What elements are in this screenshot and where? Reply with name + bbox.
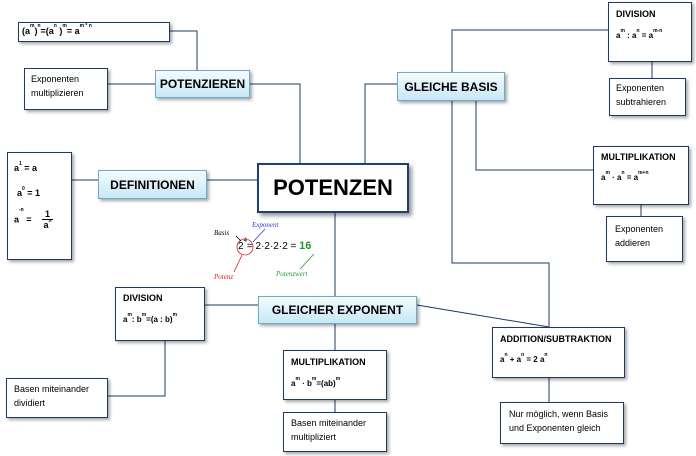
basis-division-box: DIVISION am : an = am-n bbox=[608, 2, 692, 62]
exponent-division-box: DIVISION am: bm=(a : b)m bbox=[115, 287, 205, 341]
example-expression: 24= 2·2·2·2 = 16 bbox=[238, 238, 312, 252]
potenzieren-rule-box: Exponenten multiplizieren bbox=[24, 68, 108, 110]
gleicher-exponent-node: GLEICHER EXPONENT bbox=[258, 296, 417, 324]
label-basis: Basis bbox=[214, 229, 230, 237]
basis-multiplikation-box: MULTIPLIKATION am · an = am+n bbox=[593, 146, 689, 205]
exponent-division-rule-box: Basen miteinander dividiert bbox=[6, 378, 108, 418]
addition-subtraktion-box: ADDITION/SUBTRAKTION an + an = 2 an bbox=[492, 327, 625, 378]
gleiche-basis-node: GLEICHE BASIS bbox=[397, 72, 505, 101]
potenzieren-label: POTENZIEREN bbox=[159, 77, 246, 91]
basis-division-rule-box: Exponenten subtrahieren bbox=[609, 78, 686, 116]
definition-2: a0 = 1 bbox=[17, 185, 41, 198]
basis-division-formula: am : an = am-n bbox=[616, 27, 663, 40]
potenzieren-formula-box: (am)n=(an )m= am * n bbox=[18, 22, 170, 42]
exponent-multiplikation-formula: am · bm=(ab)m bbox=[291, 375, 341, 388]
definitionen-node: DEFINITIONEN bbox=[98, 170, 207, 199]
addition-rule-box: Nur möglich, wenn Basis und Exponenten g… bbox=[500, 402, 624, 444]
definition-1: a1 = a bbox=[14, 161, 38, 173]
example-result: 16 bbox=[299, 240, 312, 252]
basis-multiplikation-rule-box: Exponenten addieren bbox=[606, 216, 683, 262]
exponent-division-formula: am: bm=(a : b)m bbox=[123, 311, 178, 324]
exponent-multiplikation-box: MULTIPLIKATION am · bm=(ab)m bbox=[283, 350, 387, 400]
potenzieren-node: POTENZIEREN bbox=[155, 70, 250, 98]
label-potenzwert: Potenzwert bbox=[276, 270, 308, 278]
basis-multiplikation-formula: am · an = am+n bbox=[601, 169, 649, 182]
label-exponent: Exponent bbox=[252, 221, 279, 229]
label-potenz: Potenz bbox=[214, 273, 234, 281]
exponent-multiplikation-rule-box: Basen miteinander multipliziert bbox=[283, 412, 387, 452]
addition-formula: an + an = 2 an bbox=[500, 351, 548, 364]
center-title: POTENZEN bbox=[273, 175, 393, 200]
center-node: POTENZEN bbox=[257, 163, 409, 213]
